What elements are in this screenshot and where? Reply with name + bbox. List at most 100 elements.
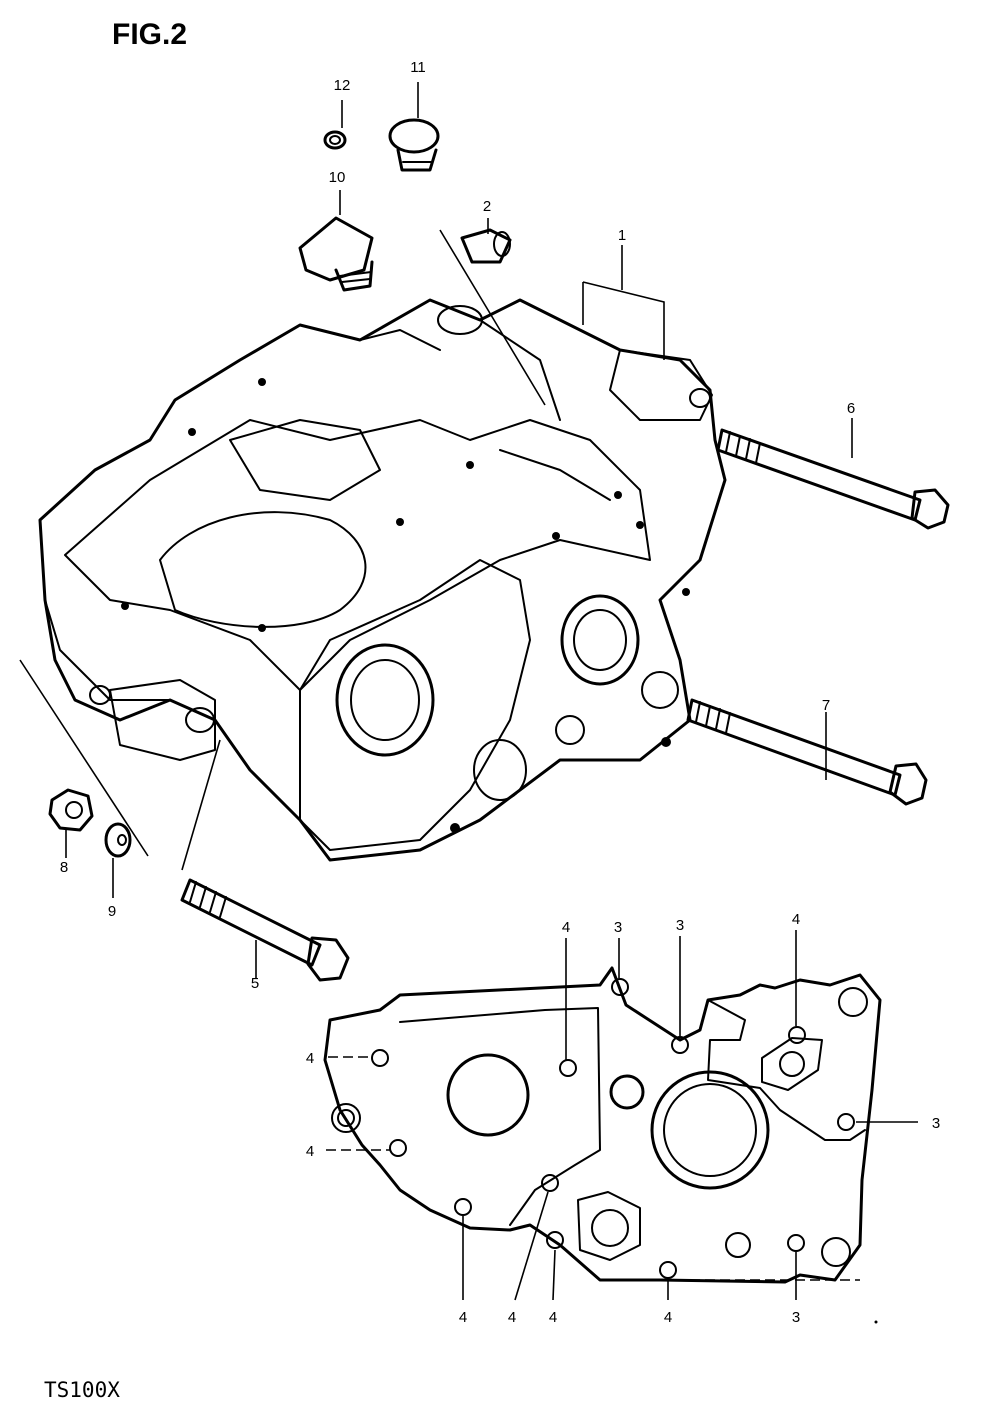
case-hole [450,823,460,833]
leader-part1 [582,281,665,360]
figure-title: FIG.2 [112,18,187,51]
flange-hole [779,1051,805,1077]
part-12-small-plug [323,130,347,150]
bolt-hole [659,1261,677,1279]
dowel-hole-left [331,1103,361,1133]
callout-12: 12 [334,77,351,94]
part-7-bolt [686,698,928,806]
right-case-face [299,559,531,851]
part-10-plug-bolt [298,216,374,292]
callout-hole-4: 4 [664,1309,672,1326]
gasket-hole [396,518,404,526]
callout-hole-3: 3 [932,1115,940,1132]
bearing-seat-inner [350,659,420,741]
part-6-bolt [716,428,950,530]
bore-crank [650,1070,770,1190]
rear-mount-hole [689,388,711,408]
upper-ribs [359,319,611,501]
leader-h4g [552,1249,556,1301]
part-5-bolt [180,878,350,982]
crankcase-half-view [323,966,882,1284]
case-hole-lower [725,1232,751,1258]
part-2-dowel-pin [460,228,512,264]
gasket-hole [258,624,266,632]
gasket-face [64,419,651,691]
bearing-seat-upper-inner [573,609,627,671]
bearing-seat-lower [473,739,527,801]
bore-crank-inner [663,1083,757,1177]
bolt-hole [611,978,629,996]
callout-2: 2 [483,198,491,215]
mount-hole-front [185,707,215,733]
bolt-hole [371,1049,389,1067]
callout-hole-4: 4 [508,1309,516,1326]
cover-plate-bore [591,1209,629,1247]
callout-hole-4: 4 [306,1143,314,1160]
leader-bolt5 [181,739,221,871]
model-code: TS100X [44,1378,120,1402]
part-8-nut [48,788,94,832]
dowel-hole-bottom [821,1237,851,1267]
stray-dot [874,1320,878,1324]
part-9-washer [104,822,132,858]
bolt-hole [559,1059,577,1077]
gasket-hole [682,588,690,596]
callout-5: 5 [251,975,259,992]
gasket-hole [466,461,474,469]
gasket-hole [258,378,266,386]
callout-10: 10 [329,169,346,186]
gasket-hole [188,428,196,436]
breather-boss [437,305,483,335]
leader-dowel [439,229,546,406]
callout-hole-4: 4 [459,1309,467,1326]
bolt-hole [546,1231,564,1249]
callout-hole-3: 3 [614,919,622,936]
mount-hole-left [89,685,111,705]
callout-hole-3: 3 [676,917,684,934]
cover-plate [577,1191,641,1261]
leader-nut [19,659,149,857]
case-hole [661,737,671,747]
cylinder-cavity [159,511,367,628]
bolt-hole [787,1234,805,1252]
callout-hole-4: 4 [306,1050,314,1067]
callout-7: 7 [822,697,830,714]
callout-6: 6 [847,400,855,417]
crankcase-assembly [38,298,727,862]
crankcase-outline [38,298,727,862]
part-11-cap [388,118,440,172]
rear-mount-boss [609,349,713,421]
gasket-hole [552,532,560,540]
gasket-hole [636,521,644,529]
boss-right [641,671,679,709]
flange [761,1037,823,1091]
dowel-hole-left-inner [337,1109,355,1127]
leader-h4f [514,1191,549,1301]
bore-left [446,1053,530,1137]
callout-hole-4: 4 [562,919,570,936]
callout-8: 8 [60,859,68,876]
bolt-hole [541,1174,559,1192]
bore-small [609,1074,645,1110]
case-half-inner [399,999,866,1226]
dowel-hole-top [838,987,868,1017]
callout-11: 11 [410,59,426,76]
bolt-hole [454,1198,472,1216]
callout-hole-4: 4 [549,1309,557,1326]
callout-hole-3: 3 [792,1309,800,1326]
lower-leaders [326,930,918,1301]
gasket-hole [121,602,129,610]
bolt-hole [837,1113,855,1131]
boss-center [555,715,585,745]
callout-1: 1 [618,227,626,244]
bolt-hole [389,1139,407,1157]
bolt-hole [788,1026,806,1044]
crank-cavity [229,419,381,501]
bearing-seat-large [335,643,435,757]
gasket-hole [614,491,622,499]
callout-9: 9 [108,903,116,920]
callout-hole-4: 4 [792,911,800,928]
bearing-seat-upper [560,594,640,686]
